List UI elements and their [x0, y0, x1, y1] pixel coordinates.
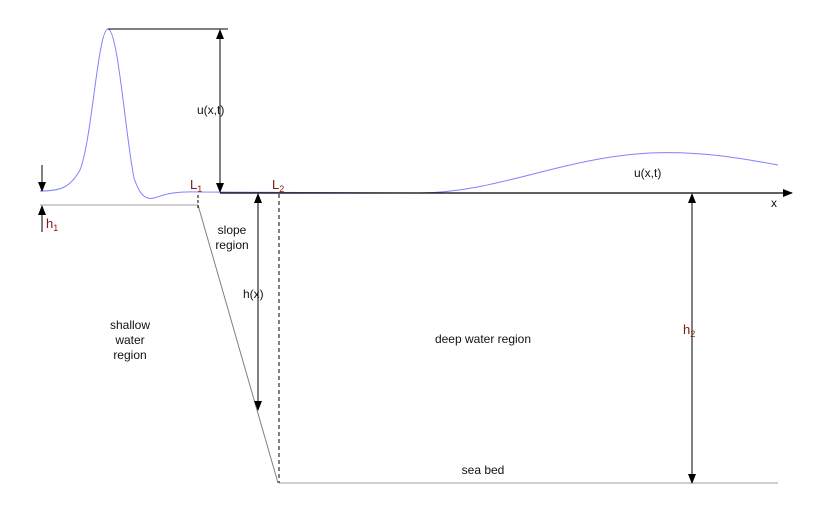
u-right-label: u(x,t) [634, 166, 661, 180]
shallow-region-label-2: water [114, 333, 144, 347]
L1-label: L1 [190, 177, 202, 194]
h1-label: h1 [46, 216, 58, 233]
deep-region-label: deep water region [435, 332, 531, 346]
x-axis-label: x [771, 196, 777, 210]
L2-label: L2 [272, 177, 284, 194]
slope-region-label: slope [218, 223, 247, 237]
hx-label: h(x) [243, 287, 264, 301]
shallow-region-label-1: shallow [110, 318, 150, 332]
sea-bed-label: sea bed [462, 463, 505, 477]
u-left-label: u(x,t) [197, 103, 224, 117]
slope-region-label-2: region [215, 238, 248, 252]
wave-surface [39, 28, 779, 199]
h2-label: h2 [683, 322, 695, 339]
shallow-region-label-3: region [113, 348, 146, 362]
slope-line [197, 204, 279, 484]
